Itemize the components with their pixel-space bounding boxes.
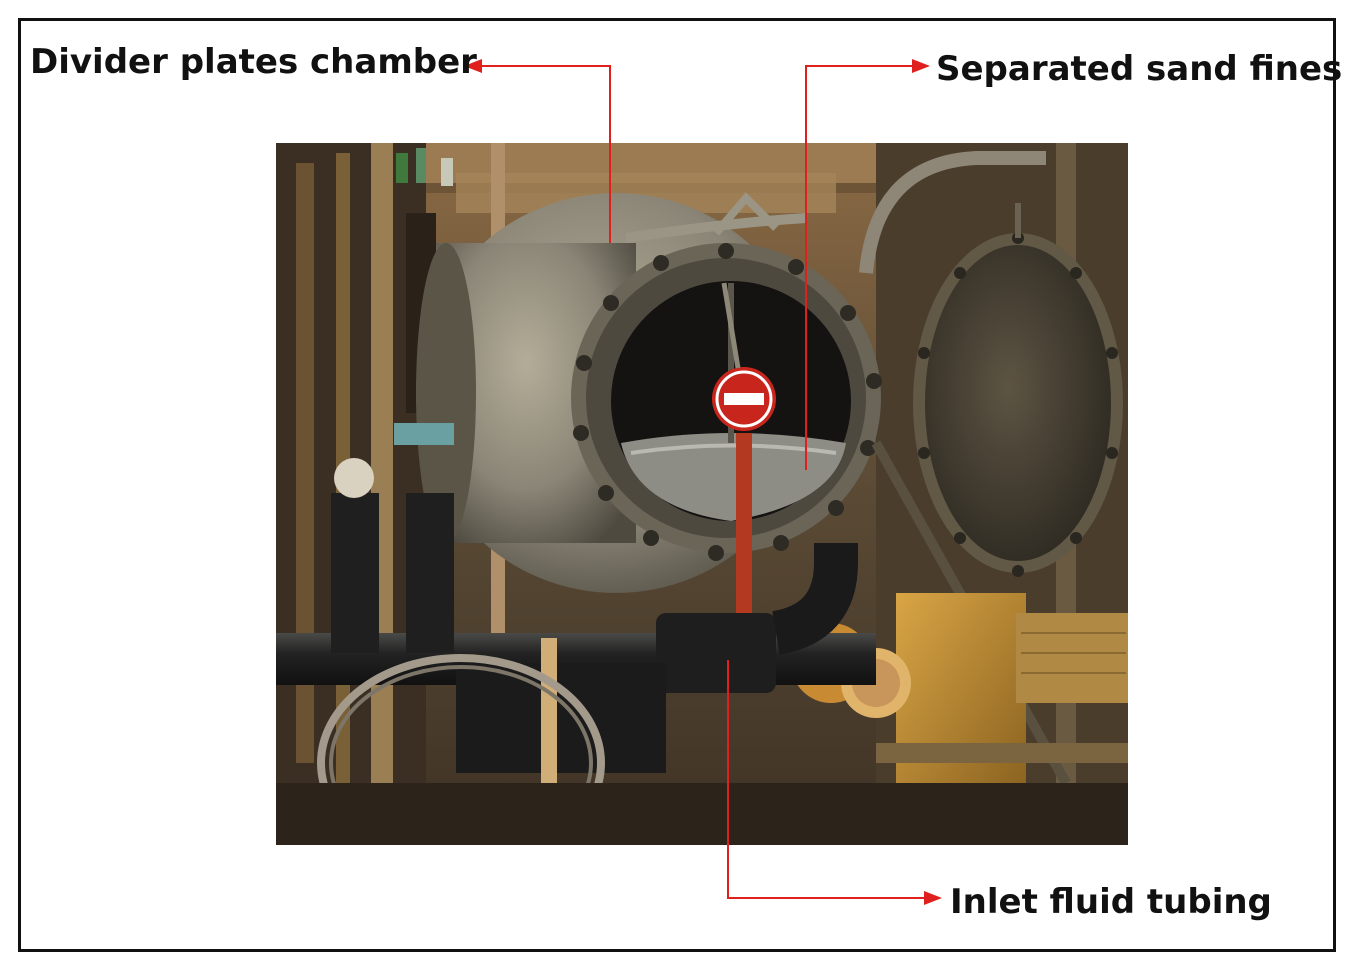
label-separated-sand-fines: Separated sand fines [936, 49, 1343, 89]
label-inlet-fluid-tubing: Inlet fluid tubing [950, 882, 1272, 922]
photo-illustration [276, 143, 1128, 845]
label-divider-plates-chamber: Divider plates chamber [30, 42, 477, 82]
industrial-photo [276, 143, 1128, 845]
